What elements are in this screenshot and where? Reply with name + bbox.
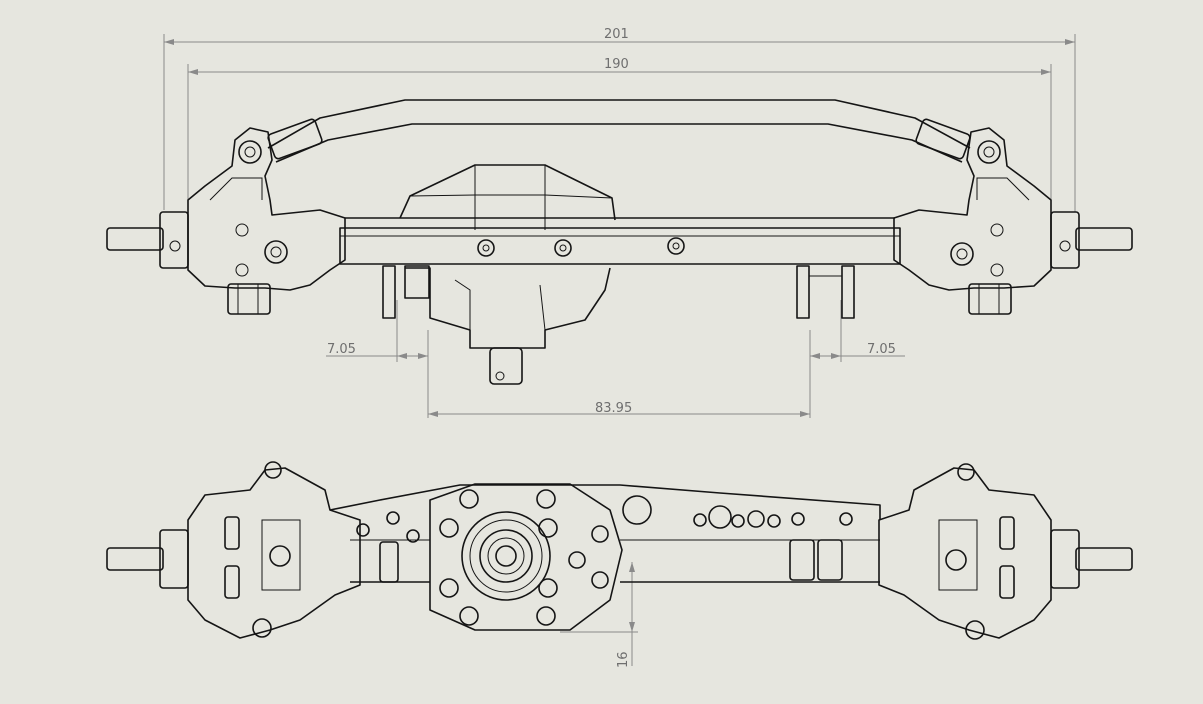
left-stub-axle-bottom	[106, 529, 189, 589]
dimension-hub-width-label: 190	[604, 57, 629, 72]
axle-top-view	[106, 99, 1133, 385]
housing-beam-bottom	[329, 484, 881, 583]
dimension-right-offset-label: 7.05	[867, 342, 896, 357]
left-steering-knuckle	[187, 127, 346, 315]
dimension-overall-width: 201	[163, 27, 1076, 212]
right-stub-axle	[1050, 211, 1133, 269]
dimension-right-offset: 7.05	[809, 300, 905, 418]
dimension-mount-spacing-label: 83.95	[595, 401, 632, 416]
dimension-overall-width-label: 201	[604, 27, 629, 42]
left-link-mount	[382, 265, 430, 319]
right-stub-axle-bottom	[1050, 529, 1133, 589]
right-steering-knuckle	[893, 127, 1052, 315]
dimension-left-offset: 7.05	[326, 300, 429, 418]
dimension-pinion-height: 16	[560, 562, 638, 668]
left-stub-axle	[106, 211, 189, 269]
dimension-pinion-height-label: 16	[616, 651, 631, 668]
axle-tube	[339, 217, 901, 265]
dimension-hub-width: 190	[187, 57, 1052, 214]
dimension-mount-spacing: 83.95	[428, 401, 810, 417]
differential-carrier-bottom	[429, 483, 623, 631]
right-link-mount	[796, 265, 855, 319]
differential-housing	[399, 164, 616, 385]
left-hub-bottom	[187, 461, 361, 639]
steering-link	[267, 99, 971, 163]
axle-bottom-view	[106, 461, 1133, 640]
dimension-left-offset-label: 7.05	[327, 342, 356, 357]
right-hub-bottom	[878, 463, 1052, 640]
